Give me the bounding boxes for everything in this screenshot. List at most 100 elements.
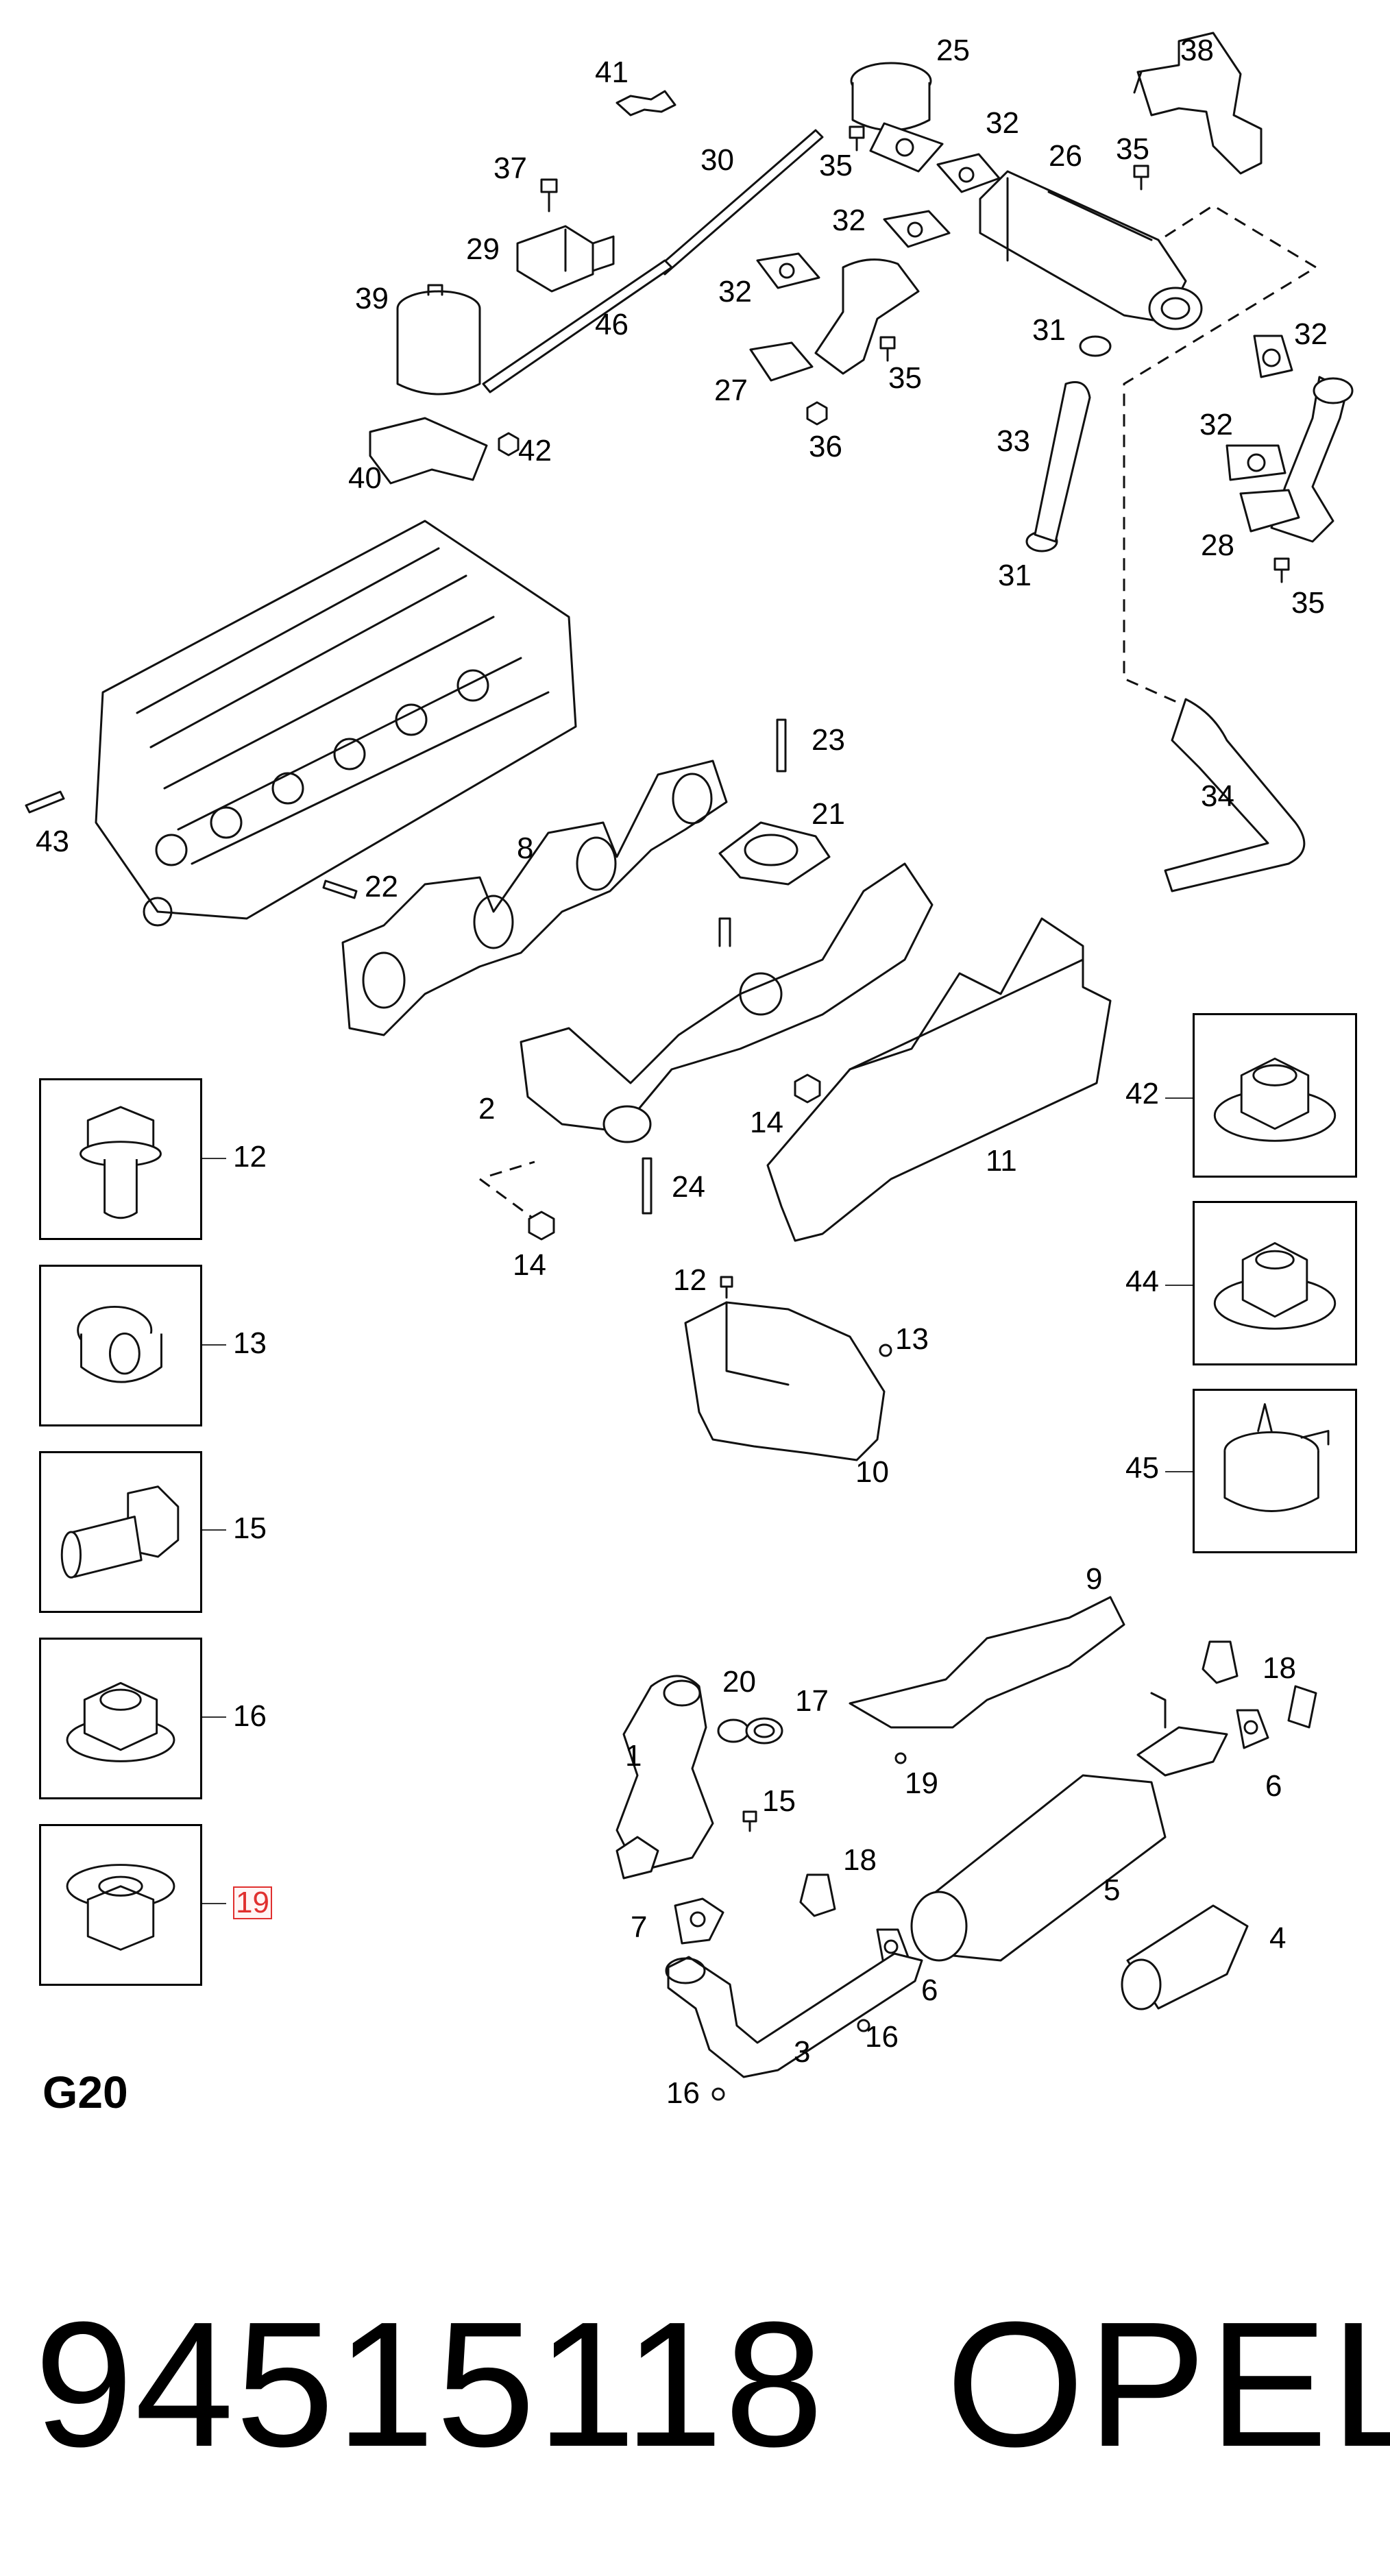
part-9-heat-shield	[849, 1596, 1125, 1729]
part-35-bolt	[849, 125, 1290, 583]
callout-35: 35	[819, 149, 853, 182]
callout-28: 28	[1201, 528, 1234, 562]
callout-8: 8	[517, 831, 534, 865]
callout-16: 16	[865, 2020, 899, 2054]
part-44-flange-nut-icon	[1213, 1242, 1337, 1330]
part-41-clip	[615, 90, 676, 117]
callout-29: 29	[466, 232, 500, 266]
callout-38: 38	[1180, 34, 1214, 67]
part-30-rod	[657, 129, 824, 276]
callout-26: 26	[1049, 139, 1082, 173]
callout-39: 39	[355, 282, 389, 315]
callout-22: 22	[365, 870, 398, 903]
part-22-stud	[322, 879, 358, 899]
callout-46: 46	[595, 308, 629, 341]
callout-14: 14	[513, 1248, 546, 1282]
callout-44: 44	[1125, 1265, 1159, 1298]
callout-32: 32	[1199, 408, 1233, 441]
part-20-clamp	[717, 1718, 750, 1743]
callout-1: 1	[625, 1739, 642, 1773]
part-40-bracket	[369, 417, 488, 485]
callout-13: 13	[895, 1322, 929, 1356]
part-4-particle-filter	[1121, 1904, 1249, 2010]
callout-35: 35	[888, 361, 922, 395]
part-11-heat-shield	[766, 917, 1112, 1242]
callout-3: 3	[794, 2035, 811, 2069]
part-8-manifold-gasket	[341, 760, 728, 1036]
part-7-gasket	[674, 1897, 724, 1945]
callout-16: 16	[233, 1699, 267, 1733]
callout-42: 42	[518, 434, 552, 467]
callout-34: 34	[1201, 779, 1234, 813]
callout-35: 35	[1291, 586, 1325, 620]
part-45-clamp-icon	[1223, 1403, 1330, 1512]
part-17-clamp	[745, 1717, 783, 1745]
part-16-nut-icon	[66, 1681, 175, 1762]
callout-40: 40	[348, 461, 382, 495]
part-14-nut	[528, 1073, 821, 1241]
part-42-nut	[498, 432, 520, 457]
part-34-hose	[1164, 698, 1306, 892]
callout-14: 14	[750, 1106, 783, 1139]
callout-31: 31	[998, 559, 1032, 592]
part-24-stud	[642, 1157, 653, 1215]
part-29-solenoid	[516, 225, 615, 293]
callout-37: 37	[493, 151, 527, 185]
part-number: 94515118	[34, 2285, 825, 2484]
part-10-heat-shield	[684, 1301, 886, 1461]
part-15-bolt	[742, 1810, 757, 1832]
part-32-gasket	[756, 153, 1293, 481]
part-13-nut-icon	[77, 1306, 162, 1383]
callout-11: 11	[986, 1144, 1017, 1178]
callout-9: 9	[1086, 1562, 1103, 1596]
part-26-egr-cooler	[979, 170, 1203, 330]
callout-32: 32	[832, 204, 866, 237]
callout-41: 41	[595, 56, 629, 89]
callout-12: 12	[233, 1140, 267, 1174]
part-15-bolt-icon	[60, 1485, 180, 1579]
part-27-egr-pipe	[749, 258, 920, 382]
part-28-egr-pipe	[1239, 376, 1354, 543]
callout-18: 18	[1263, 1651, 1296, 1685]
detail-box-13	[39, 1265, 202, 1426]
part-39-reservoir	[396, 284, 481, 396]
part-16-nut	[711, 2019, 870, 2101]
callout-25: 25	[936, 34, 970, 67]
callout-23: 23	[812, 723, 845, 757]
part-46-rod	[482, 259, 673, 393]
callout-24: 24	[672, 1170, 705, 1204]
detail-box-15	[39, 1451, 202, 1613]
part-13-nut	[879, 1344, 892, 1357]
callout-17: 17	[795, 1684, 829, 1718]
detail-box-19	[39, 1824, 202, 1986]
detail-box-16	[39, 1638, 202, 1799]
part-2-exhaust-manifold	[520, 862, 934, 1143]
callout-27: 27	[714, 374, 748, 407]
part-3-front-pipe	[665, 1952, 923, 2078]
callout-18: 18	[843, 1843, 877, 1877]
part-36-nut	[806, 401, 828, 426]
callout-15: 15	[762, 1784, 796, 1818]
callout-32: 32	[718, 275, 752, 308]
part-12-bolt	[720, 1276, 733, 1299]
part-33-hose	[1034, 381, 1091, 543]
callout-4: 4	[1269, 1921, 1287, 1955]
detail-box-44	[1193, 1201, 1357, 1365]
callout-20: 20	[722, 1665, 756, 1699]
callout-5: 5	[1104, 1873, 1121, 1907]
section-code: G20	[42, 2067, 128, 2117]
callout-31: 31	[1032, 313, 1066, 347]
callout-19: 19	[905, 1766, 938, 1800]
callout-32: 32	[1294, 317, 1328, 351]
callout-2: 2	[478, 1092, 496, 1126]
part-18-mount	[799, 1640, 1317, 1917]
cylinder-head	[95, 520, 577, 927]
callout-43: 43	[36, 825, 69, 858]
callout-6: 6	[1265, 1769, 1282, 1803]
part-21-gasket	[718, 821, 831, 886]
brand-name: OPEL	[946, 2285, 1390, 2484]
part-12-bolt-icon	[80, 1106, 162, 1219]
callout-10: 10	[855, 1455, 889, 1489]
detail-box-12	[39, 1078, 202, 1240]
